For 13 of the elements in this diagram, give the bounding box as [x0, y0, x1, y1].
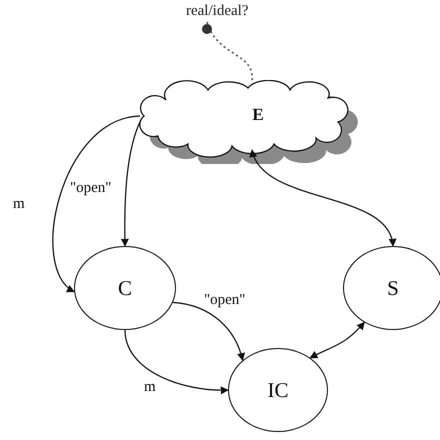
- annotation-text: real/ideal?: [186, 2, 248, 20]
- ellipse-node: S: [343, 246, 440, 330]
- arrow: [172, 302, 245, 362]
- ellipse-node: IC: [228, 348, 328, 432]
- edge-label: "open": [69, 180, 112, 196]
- arrow: [309, 322, 365, 358]
- ellipse-node: C: [74, 246, 176, 330]
- arrow: [124, 330, 229, 394]
- dotted-line: [206, 22, 253, 82]
- edge-label: "open": [203, 292, 246, 308]
- arrow: [120, 120, 142, 247]
- arrow: [250, 149, 396, 247]
- arrow: [52, 115, 140, 292]
